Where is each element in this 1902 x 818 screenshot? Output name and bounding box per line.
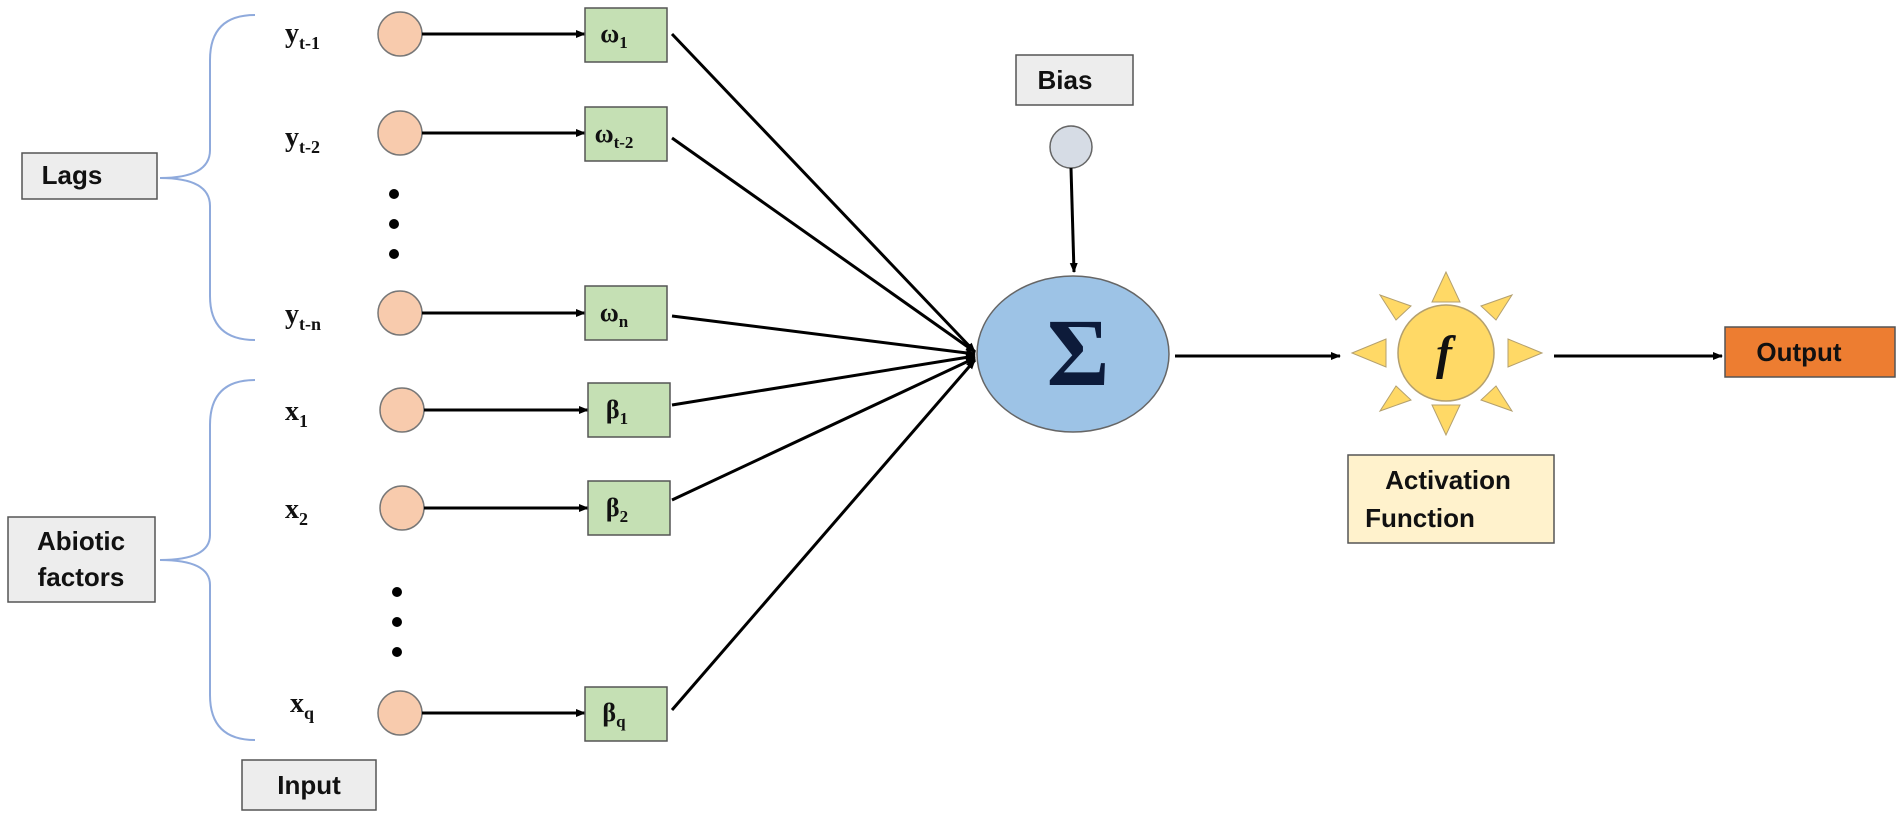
input-label-x-2: x2 bbox=[285, 494, 308, 529]
output-label: Output bbox=[1756, 337, 1842, 367]
activation-function-box bbox=[1347, 454, 1555, 544]
input-row-4: x1 β1 bbox=[285, 382, 671, 438]
input-label-y-t-n: yt-n bbox=[285, 299, 321, 334]
output-box bbox=[1724, 326, 1896, 378]
weight-label-omega-1: ω1 bbox=[600, 19, 628, 52]
weight-label-beta-1: β1 bbox=[606, 395, 628, 428]
summation-symbol: Σ bbox=[1047, 299, 1110, 406]
input-row-5: x2 β2 bbox=[285, 480, 671, 536]
input-row-2: yt-2 ωt-2 bbox=[285, 106, 668, 162]
weight-box bbox=[587, 480, 671, 536]
input-row-3: yt-n ωn bbox=[285, 285, 668, 341]
input-label-box bbox=[241, 759, 377, 811]
weight-box bbox=[584, 106, 668, 162]
input-label-y-t-2: yt-2 bbox=[285, 122, 320, 157]
bias-label-box bbox=[1015, 54, 1134, 106]
sun-icon bbox=[1350, 270, 1544, 437]
abiotic-label-line2: factors bbox=[38, 562, 125, 592]
bias-label: Bias bbox=[1038, 65, 1093, 95]
input-node bbox=[377, 290, 423, 336]
activation-symbol: f bbox=[1436, 327, 1456, 380]
input-node bbox=[379, 485, 425, 531]
weight-box bbox=[587, 382, 671, 438]
input-label-x-q: xq bbox=[290, 688, 314, 723]
input-label-x-1: x1 bbox=[285, 396, 308, 431]
activation-label-line2: Function bbox=[1365, 503, 1475, 533]
bias-arrow bbox=[1069, 167, 1078, 273]
weight-label-beta-q: βq bbox=[602, 698, 626, 731]
lags-ellipsis bbox=[389, 189, 399, 259]
input-node bbox=[379, 387, 425, 433]
lags-brace bbox=[159, 14, 256, 341]
abiotic-factors-label-box bbox=[7, 516, 156, 603]
abiotic-ellipsis bbox=[392, 587, 402, 657]
bias-node bbox=[1049, 125, 1093, 169]
weight-label-omega-n: ωn bbox=[600, 298, 629, 331]
input-label-y-t-1: yt-1 bbox=[285, 18, 320, 53]
summation-node bbox=[976, 275, 1170, 433]
input-label: Input bbox=[277, 770, 341, 800]
input-node bbox=[377, 690, 423, 736]
abiotic-label-line1: Abiotic bbox=[37, 526, 125, 556]
weight-box bbox=[584, 285, 668, 341]
activation-label-line1: Activation bbox=[1385, 465, 1511, 495]
weight-label-omega-2: ωt-2 bbox=[595, 119, 634, 152]
input-row-1: yt-1 ω1 bbox=[285, 7, 668, 63]
abiotic-brace bbox=[159, 379, 256, 741]
input-row-6: xq βq bbox=[290, 686, 668, 742]
weight-box bbox=[584, 686, 668, 742]
lags-label-box bbox=[21, 152, 158, 200]
input-node bbox=[377, 11, 423, 57]
lags-label: Lags bbox=[42, 160, 103, 190]
weight-label-beta-2: β2 bbox=[606, 493, 628, 526]
weight-box bbox=[584, 7, 668, 63]
input-node bbox=[377, 110, 423, 156]
weight-connections bbox=[670, 32, 977, 711]
